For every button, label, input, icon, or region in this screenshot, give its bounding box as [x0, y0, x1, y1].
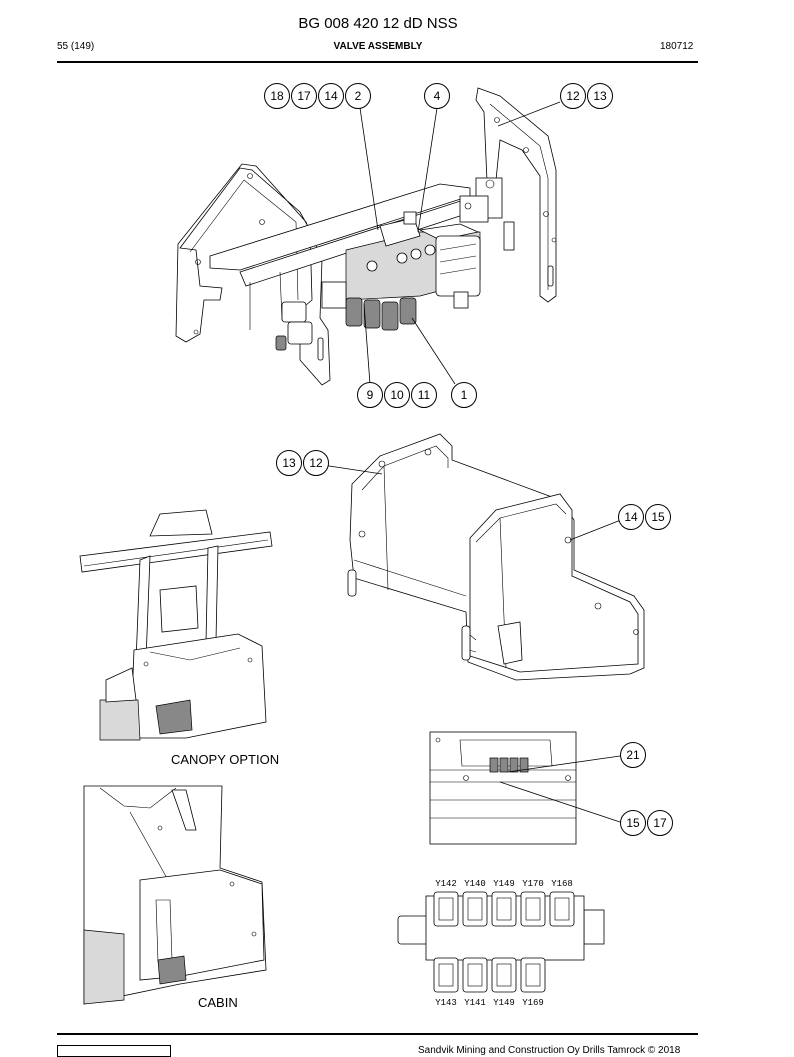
callout-12b: 12 — [303, 450, 329, 476]
coil-label-bottom-4: Y169 — [522, 998, 544, 1008]
svg-text:12: 12 — [309, 456, 323, 470]
sandvik-logo — [57, 1045, 171, 1057]
svg-text:9: 9 — [367, 388, 374, 402]
callout-13b: 13 — [276, 450, 302, 476]
svg-text:18: 18 — [270, 89, 284, 103]
coil-plate — [467, 897, 483, 921]
callout-14: 14 — [318, 83, 344, 109]
callout-13: 13 — [587, 83, 613, 109]
callout-17b: 17 — [647, 810, 673, 836]
coil-plate — [496, 897, 512, 921]
svg-text:2: 2 — [355, 89, 362, 103]
svg-text:21: 21 — [626, 748, 640, 762]
cabin-figure — [83, 785, 267, 1005]
coil-label-top-1: Y142 — [435, 879, 457, 889]
callout-17: 17 — [291, 83, 317, 109]
solenoid-coil-top — [491, 891, 517, 927]
coil-label-top-2: Y140 — [464, 879, 486, 889]
svg-text:11: 11 — [418, 388, 431, 402]
callout-15b: 15 — [620, 810, 646, 836]
svg-text:13: 13 — [282, 456, 296, 470]
solenoid-coil-bottom — [462, 957, 488, 993]
coil-labels-bottom: Y143 Y141 Y149 Y169 — [435, 998, 544, 1008]
solenoid-coil-top — [462, 891, 488, 927]
caption-cabin: CABIN — [198, 995, 238, 1010]
callout-21: 21 — [620, 742, 646, 768]
svg-text:14: 14 — [324, 89, 338, 103]
callout-12: 12 — [560, 83, 586, 109]
coil-plate — [438, 897, 454, 921]
caption-canopy-option: CANOPY OPTION — [171, 752, 280, 767]
coil-plate — [554, 897, 570, 921]
document-code: 180712 — [660, 41, 694, 52]
coil-plate — [525, 897, 541, 921]
header-rule — [57, 61, 698, 63]
svg-text:15: 15 — [651, 510, 665, 524]
coil-plate — [467, 963, 483, 987]
svg-text:12: 12 — [566, 89, 580, 103]
svg-text:14: 14 — [624, 510, 638, 524]
svg-text:13: 13 — [593, 89, 607, 103]
callout-18: 18 — [264, 83, 290, 109]
cover-housing-figure — [315, 433, 645, 681]
document-title: BG 008 420 12 dD NSS — [298, 15, 458, 32]
solenoid-coil-bottom — [433, 957, 459, 993]
svg-text:10: 10 — [390, 388, 404, 402]
coil-label-top-3: Y149 — [493, 879, 515, 889]
coil-label-top-5: Y168 — [551, 879, 573, 889]
coil-label-bottom-3: Y149 — [493, 998, 515, 1008]
callout-10: 10 — [384, 382, 410, 408]
callout-2: 2 — [345, 83, 371, 109]
callout-4: 4 — [424, 83, 450, 109]
callout-14b: 14 — [618, 504, 644, 530]
svg-text:17: 17 — [653, 816, 667, 830]
page-number: 55 (149) — [57, 41, 95, 52]
callout-15a: 15 — [645, 504, 671, 530]
valve-assembly-figure — [175, 87, 561, 386]
section-title: VALVE ASSEMBLY — [333, 41, 423, 52]
canopy-option-figure — [79, 509, 273, 741]
callout-1: 1 — [451, 382, 477, 408]
svg-text:15: 15 — [626, 816, 640, 830]
svg-text:17: 17 — [297, 89, 311, 103]
svg-text:1: 1 — [461, 388, 468, 402]
solenoid-coil-top — [520, 891, 546, 927]
callout-11: 11 — [411, 382, 437, 408]
solenoid-valve-bank-figure — [397, 891, 605, 993]
coil-plate — [496, 963, 512, 987]
coil-label-bottom-2: Y141 — [464, 998, 486, 1008]
solenoid-coil-bottom — [491, 957, 517, 993]
coil-label-top-4: Y170 — [522, 879, 544, 889]
valve-front-detail-figure — [429, 731, 621, 845]
solenoid-coil-top — [433, 891, 459, 927]
solenoid-coil-bottom — [520, 957, 546, 993]
svg-text:4: 4 — [434, 89, 441, 103]
footer-copyright: Sandvik Mining and Construction Oy Drill… — [418, 1045, 681, 1056]
solenoid-coil-top — [549, 891, 575, 927]
coil-plate — [525, 963, 541, 987]
coil-labels-top: Y142 Y140 Y149 Y170 Y168 — [435, 879, 573, 889]
coil-plate — [438, 963, 454, 987]
coil-label-bottom-1: Y143 — [435, 998, 457, 1008]
callout-9: 9 — [357, 382, 383, 408]
callout-group-top: 18 17 14 2 4 12 13 9 10 11 1 — [264, 83, 613, 408]
footer-rule — [57, 1033, 698, 1035]
